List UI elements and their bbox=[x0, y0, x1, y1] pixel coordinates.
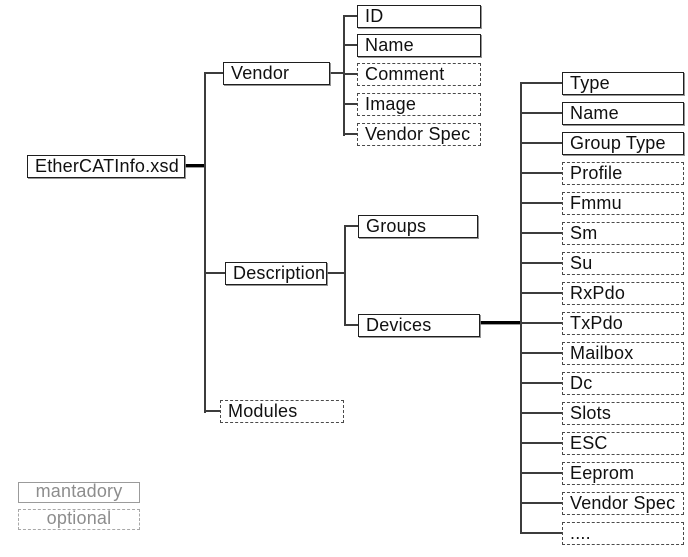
connector-branch-profile bbox=[521, 172, 562, 174]
connector-trunk-to-vendor bbox=[205, 72, 223, 74]
node-devices: Devices bbox=[358, 314, 480, 337]
connector-branch-mailbox bbox=[521, 352, 562, 354]
connector-branch-vendor-spec-2 bbox=[521, 502, 562, 504]
node-mailbox: Mailbox bbox=[562, 342, 684, 365]
node-vendor: Vendor bbox=[223, 62, 330, 85]
node-eeprom: Eeprom bbox=[562, 462, 684, 485]
connector-branch-fmmu bbox=[521, 202, 562, 204]
connector-branch-devices bbox=[345, 324, 358, 326]
connector-branch-txpdo bbox=[521, 322, 562, 324]
connector-branch-group-type bbox=[521, 142, 562, 144]
node-slots: Slots bbox=[562, 402, 684, 425]
node-id: ID bbox=[357, 5, 481, 28]
connector-branch-slots bbox=[521, 412, 562, 414]
node-type: Type bbox=[562, 72, 684, 95]
connector-trunk-to-modules bbox=[205, 410, 220, 412]
node-image: Image bbox=[357, 93, 481, 116]
node-modules: Modules bbox=[220, 400, 344, 423]
connector-branch-id bbox=[344, 15, 357, 17]
connector-vendor-to-subtrunk bbox=[330, 72, 344, 74]
connector-branch-ellipsis bbox=[521, 532, 562, 534]
connector-branch-eeprom bbox=[521, 472, 562, 474]
connector-branch-rxpdo bbox=[521, 292, 562, 294]
node-fmmu: Fmmu bbox=[562, 192, 684, 215]
node-group-type: Group Type bbox=[562, 132, 684, 155]
node-esc: ESC bbox=[562, 432, 684, 455]
connector-branch-comment bbox=[344, 73, 357, 75]
node-name-2: Name bbox=[562, 102, 684, 125]
node-description: Description bbox=[225, 262, 327, 285]
connector-devices-subtrunk bbox=[520, 82, 522, 534]
connector-branch-name-2 bbox=[521, 112, 562, 114]
connector-devices-to-subtrunk bbox=[480, 321, 522, 324]
connector-branch-sm bbox=[521, 232, 562, 234]
connector-trunk-to-description bbox=[205, 272, 225, 274]
node-sm: Sm bbox=[562, 222, 684, 245]
node-txpdo: TxPdo bbox=[562, 312, 684, 335]
node-rxpdo: RxPdo bbox=[562, 282, 684, 305]
node-ellipsis: .... bbox=[562, 522, 684, 545]
connector-main-trunk bbox=[204, 72, 206, 413]
node-groups: Groups bbox=[358, 215, 478, 238]
connector-branch-image bbox=[344, 103, 357, 105]
legend-optional: optional bbox=[18, 509, 140, 530]
connector-branch-type bbox=[521, 82, 562, 84]
connector-branch-groups bbox=[345, 225, 358, 227]
connector-branch-dc bbox=[521, 382, 562, 384]
node-comment: Comment bbox=[357, 63, 481, 86]
connector-branch-esc bbox=[521, 442, 562, 444]
node-name: Name bbox=[357, 34, 481, 57]
connector-description-subtrunk bbox=[344, 225, 346, 326]
connector-root-to-trunk bbox=[185, 164, 205, 167]
node-vendor-spec-2: Vendor Spec bbox=[562, 492, 684, 515]
connector-description-to-subtrunk bbox=[327, 272, 345, 274]
legend-mandatory: mantadory bbox=[18, 482, 140, 503]
node-dc: Dc bbox=[562, 372, 684, 395]
node-su: Su bbox=[562, 252, 684, 275]
connector-branch-name bbox=[344, 44, 357, 46]
node-vendor-spec: Vendor Spec bbox=[357, 123, 481, 146]
node-ethercatinfo-xsd: EtherCATInfo.xsd bbox=[27, 155, 185, 178]
node-profile: Profile bbox=[562, 162, 684, 185]
connector-branch-su bbox=[521, 262, 562, 264]
connector-branch-vendor-spec bbox=[344, 133, 357, 135]
connector-vendor-subtrunk bbox=[343, 15, 345, 136]
